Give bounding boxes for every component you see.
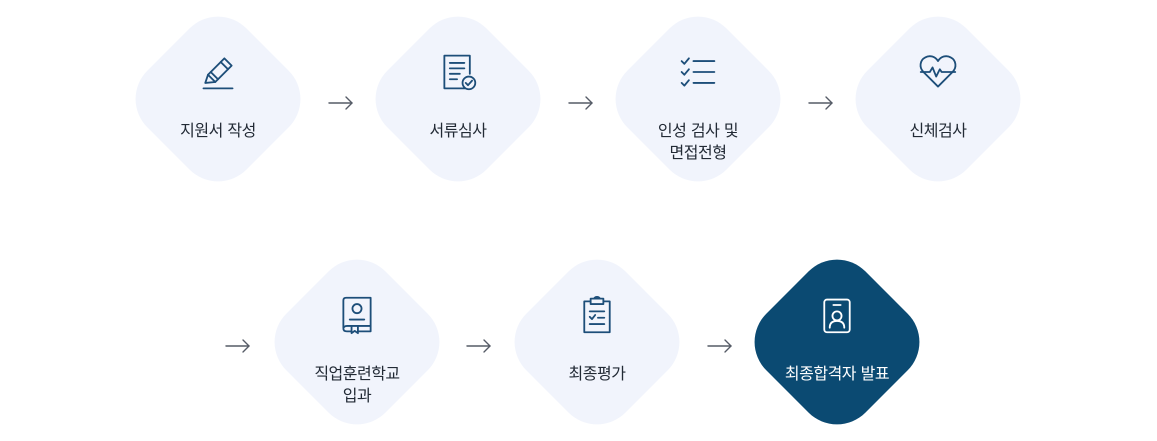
step-final-announcement: 최종합격자 발표 bbox=[738, 243, 936, 441]
step-tile bbox=[119, 0, 317, 198]
id-badge-icon bbox=[817, 293, 857, 337]
arrow-right-icon bbox=[466, 338, 492, 353]
step-label: 직업훈련학교 입과 bbox=[314, 364, 400, 405]
arrow-right-icon bbox=[225, 338, 251, 353]
step-label: 지원서 작성 bbox=[180, 121, 256, 140]
checklist-icon bbox=[678, 50, 718, 94]
heart-pulse-icon bbox=[918, 50, 958, 94]
step-tile bbox=[359, 0, 557, 198]
step-document-review: 서류심사 bbox=[359, 0, 557, 198]
arrow-right-icon bbox=[328, 95, 354, 110]
step-label: 서류심사 bbox=[429, 121, 487, 140]
step-final-evaluation: 최종평가 bbox=[498, 243, 696, 441]
document-check-icon bbox=[438, 50, 478, 94]
step-tile bbox=[839, 0, 1037, 198]
pencil-icon bbox=[198, 50, 238, 94]
book-icon bbox=[337, 293, 377, 337]
step-tile bbox=[498, 243, 696, 441]
step-label: 최종합격자 발표 bbox=[784, 364, 890, 383]
step-tile-highlighted bbox=[738, 243, 936, 441]
arrow-right-icon bbox=[568, 95, 594, 110]
step-tile bbox=[599, 0, 797, 198]
arrow-right-icon bbox=[808, 95, 834, 110]
step-label: 최종평가 bbox=[568, 364, 626, 383]
step-medical-exam: 신체검사 bbox=[839, 0, 1037, 198]
step-label: 신체검사 bbox=[909, 121, 967, 140]
step-interview: 인성 검사 및 면접전형 bbox=[599, 0, 797, 198]
step-application: 지원서 작성 bbox=[119, 0, 317, 198]
clipboard-icon bbox=[577, 293, 617, 337]
step-training-school: 직업훈련학교 입과 bbox=[258, 243, 456, 441]
step-label: 인성 검사 및 면접전형 bbox=[657, 121, 739, 162]
step-tile bbox=[258, 243, 456, 441]
arrow-right-icon bbox=[707, 338, 733, 353]
